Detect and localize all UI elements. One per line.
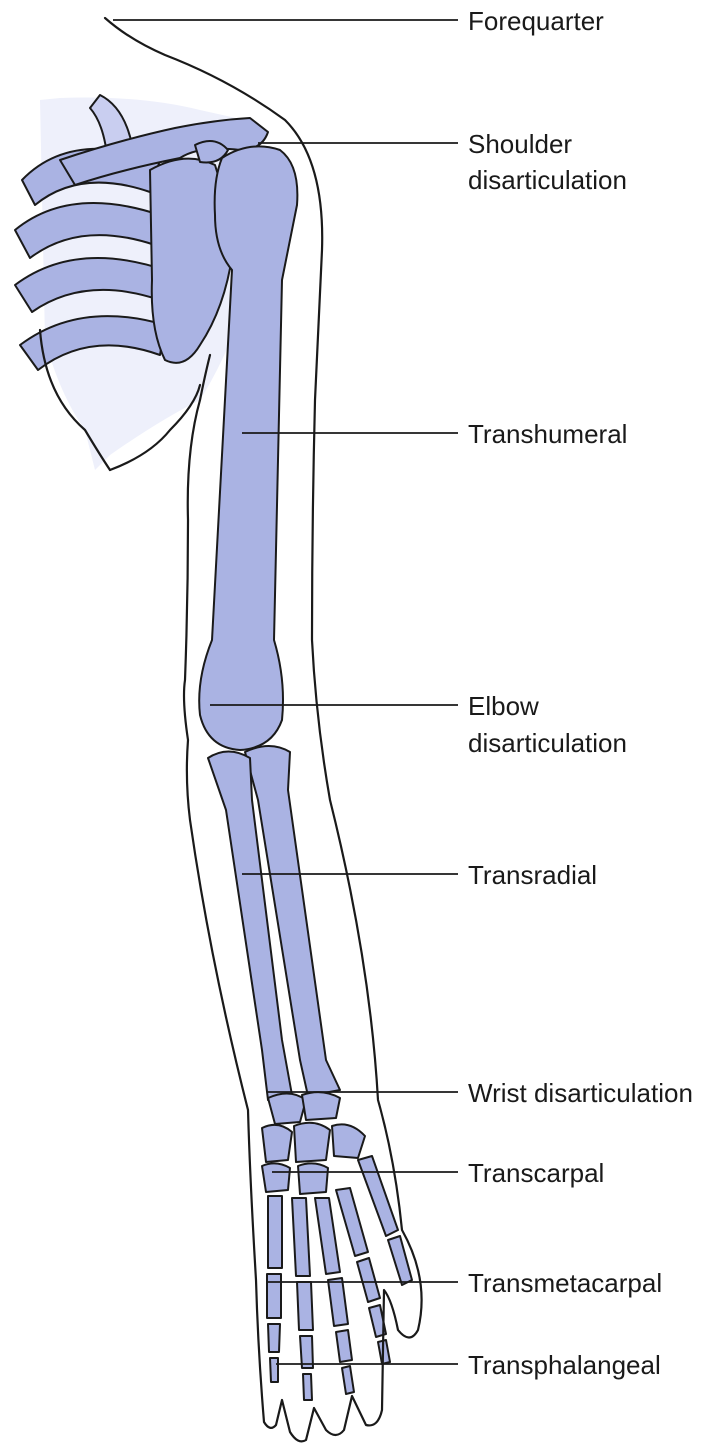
label-transphalangeal: Transphalangeal <box>468 1349 661 1381</box>
label-transradial: Transradial <box>468 859 597 891</box>
carpal-bones <box>262 1092 365 1194</box>
label-transcarpal: Transcarpal <box>468 1157 604 1189</box>
label-shoulder-line1: Shoulder <box>468 128 572 160</box>
label-elbow-line1: Elbow <box>468 690 539 722</box>
label-shoulder-line2: disarticulation <box>468 164 627 196</box>
label-forequarter: Forequarter <box>468 5 604 37</box>
label-elbow-line2: disarticulation <box>468 727 627 759</box>
label-wrist-disarticulation: Wrist disarticulation <box>468 1077 693 1109</box>
label-transhumeral: Transhumeral <box>468 418 627 450</box>
label-transmetacarpal: Transmetacarpal <box>468 1267 662 1299</box>
